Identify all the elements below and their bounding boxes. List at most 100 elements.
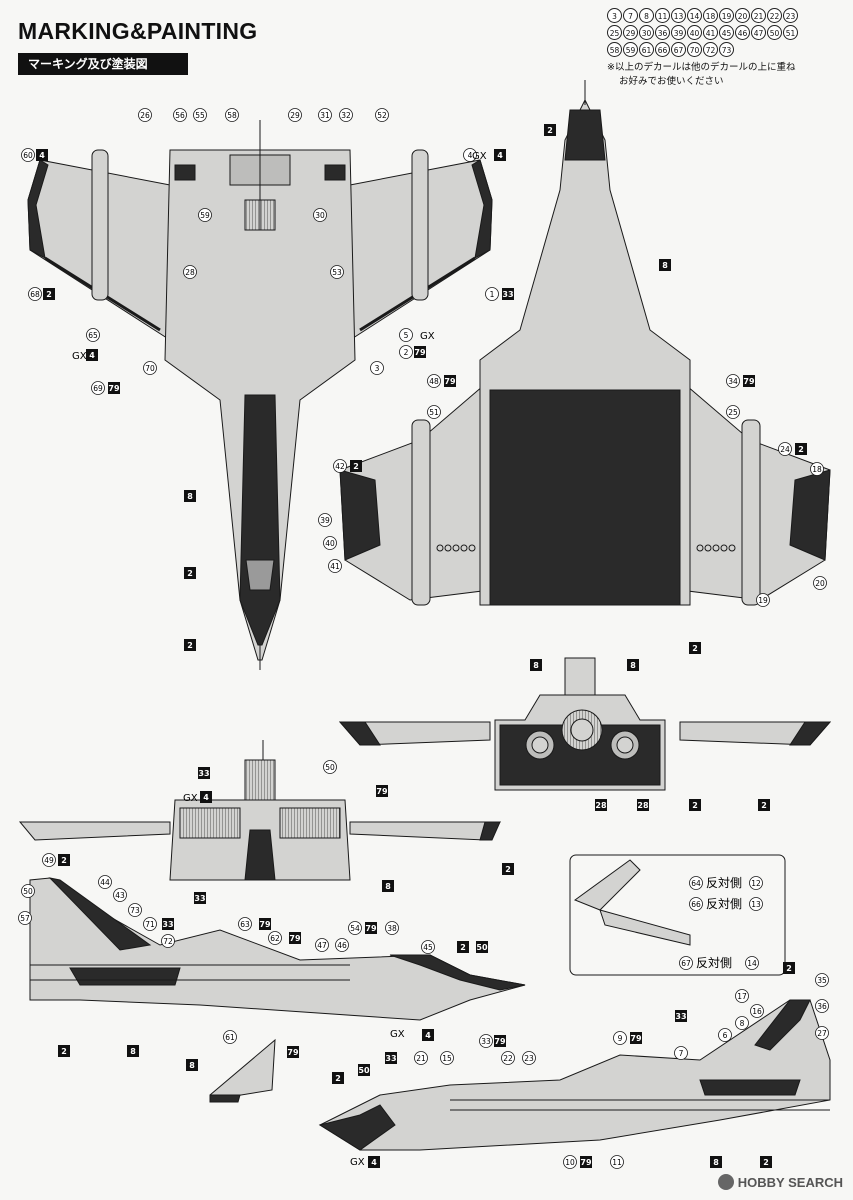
callout-square <box>287 1046 299 1058</box>
callout-square <box>358 1064 370 1076</box>
callout-circle <box>268 931 282 945</box>
color-callout: 8 <box>186 1059 198 1071</box>
callout-circle <box>21 148 35 162</box>
callout-number: 1 <box>490 290 495 299</box>
legend-decal-number: 13 <box>671 8 686 23</box>
color-callout: 79 <box>287 1046 299 1058</box>
decal-callout: 32 <box>339 108 353 122</box>
color-number: 2 <box>547 126 553 135</box>
color-number: 2 <box>46 290 52 299</box>
callout-circle <box>42 853 56 867</box>
decal-callout: 38 <box>385 921 399 935</box>
callout-circle <box>399 345 413 359</box>
color-number: 2 <box>335 1074 341 1083</box>
decal-callout: 56 <box>173 108 187 122</box>
color-number: 2 <box>763 1158 769 1167</box>
callout-circle <box>143 917 157 931</box>
decal-callout: 25 <box>726 405 740 419</box>
callout-number: 16 <box>752 1007 762 1016</box>
color-number: 2 <box>798 445 804 454</box>
legend-decal-number: 36 <box>655 25 670 40</box>
legend-decal-number: 59 <box>623 42 638 57</box>
callout-number: 14 <box>747 959 757 968</box>
callout-circle <box>223 1030 237 1044</box>
color-callout: 2 <box>58 1045 70 1057</box>
callout-square <box>162 918 174 930</box>
callout-circle <box>348 921 362 935</box>
decal-callout: 31 <box>318 108 332 122</box>
decal-callout: 52 <box>375 108 389 122</box>
callout-number: 39 <box>320 516 330 525</box>
callout-circle <box>21 884 35 898</box>
legend-decal-number: 39 <box>671 25 686 40</box>
decal-callout: 73 <box>128 903 142 917</box>
callout-number: 43 <box>115 891 125 900</box>
callout-number: 6 <box>723 1031 728 1040</box>
decal-callout: 55 <box>193 108 207 122</box>
decal-callout: 33 <box>479 1034 493 1048</box>
callout-square <box>758 799 770 811</box>
callout-square <box>414 346 426 358</box>
callout-number: 24 <box>780 445 790 454</box>
color-callout: 28 <box>595 799 607 811</box>
callout-number: 28 <box>185 268 195 277</box>
callout-number: 48 <box>429 377 439 386</box>
callout-square <box>43 288 55 300</box>
callout-circle <box>815 999 829 1013</box>
callout-number: 72 <box>163 937 173 946</box>
decal-callout: 53 <box>330 265 344 279</box>
callout-circle <box>563 1155 577 1169</box>
color-callout: 4 <box>368 1156 380 1168</box>
callout-number: 42 <box>335 462 345 471</box>
callout-number: 30 <box>315 211 325 220</box>
legend-decal-number: 47 <box>751 25 766 40</box>
decal-callout: 67 <box>679 956 693 970</box>
color-callout: 2 <box>783 962 795 974</box>
legend-decal-number: 25 <box>607 25 622 40</box>
decal-callout: 65 <box>86 328 100 342</box>
callout-square <box>783 962 795 974</box>
callout-circle <box>318 108 332 122</box>
color-callout: 79 <box>259 918 271 930</box>
callout-circle <box>113 888 127 902</box>
callout-number: 55 <box>195 111 205 120</box>
decal-callout: 48 <box>427 374 441 388</box>
bottom-view-aircraft <box>339 80 831 606</box>
color-callout: 33 <box>675 1010 687 1022</box>
small-part-fin <box>209 1038 276 1103</box>
callout-circle <box>323 760 337 774</box>
callout-circle <box>370 361 384 375</box>
callout-square <box>444 375 456 387</box>
decal-callout: 5 <box>399 328 413 342</box>
callout-circle <box>718 1028 732 1042</box>
callout-square <box>530 659 542 671</box>
color-callout: 2 <box>544 124 556 136</box>
callout-number: 50 <box>23 887 33 896</box>
callout-circle <box>522 1051 536 1065</box>
callout-circle <box>333 459 347 473</box>
color-callout: 50 <box>476 941 488 953</box>
callout-circle <box>750 1004 764 1018</box>
color-callout: 2 <box>689 799 701 811</box>
callout-circle <box>86 328 100 342</box>
callout-circle <box>128 903 142 917</box>
decal-callout: 50 <box>323 760 337 774</box>
legend-decal-number: 51 <box>783 25 798 40</box>
color-callout: 2 <box>350 460 362 472</box>
color-callout: 8 <box>710 1156 722 1168</box>
decal-callout: 58 <box>225 108 239 122</box>
callout-square <box>332 1072 344 1084</box>
inset-box <box>569 854 786 976</box>
callout-circle <box>756 593 770 607</box>
callout-circle <box>679 956 693 970</box>
color-number: 33 <box>675 1012 686 1021</box>
decal-callout: 45 <box>421 940 435 954</box>
callout-circle <box>330 265 344 279</box>
callout-circle <box>689 876 703 890</box>
callout-circle <box>138 108 152 122</box>
callout-text: GX <box>183 793 198 804</box>
decal-callout: 35 <box>815 973 829 987</box>
callout-square <box>544 124 556 136</box>
color-callout: 2 <box>689 642 701 654</box>
